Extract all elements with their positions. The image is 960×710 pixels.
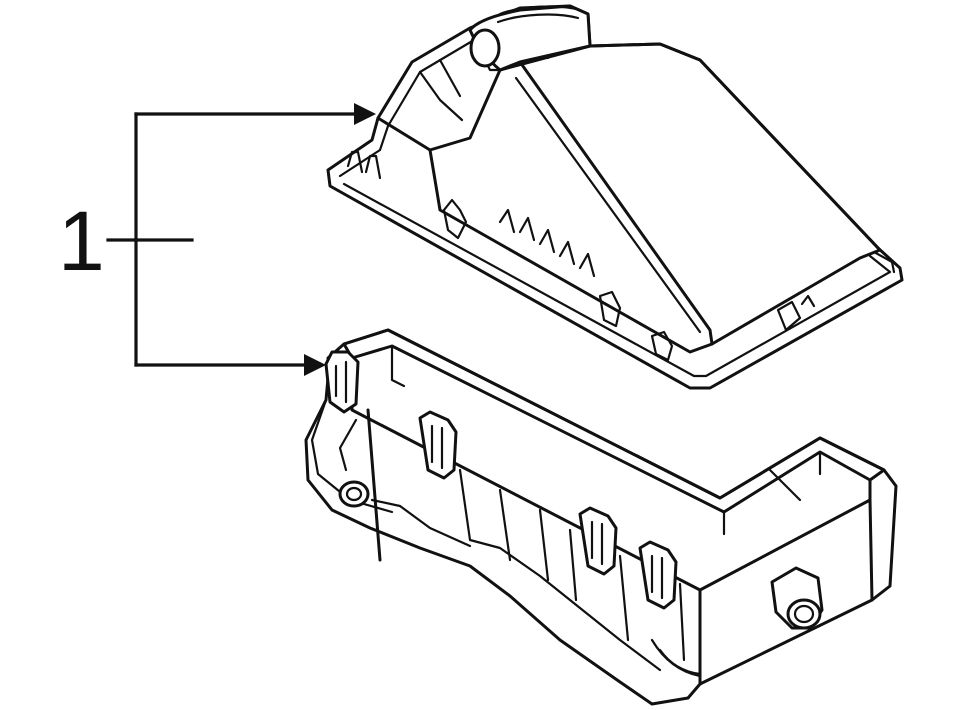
upper-side-wall <box>376 68 502 152</box>
lower-right-face <box>768 468 898 588</box>
upper-snout-boss <box>469 28 501 68</box>
upper-snout-rim <box>496 5 582 24</box>
lower-rim-line <box>390 344 822 536</box>
lower-clips <box>324 350 678 610</box>
lower-front-bottom <box>366 408 874 686</box>
upper-corner-tab <box>872 250 896 274</box>
lower-underside-ribs <box>458 468 686 672</box>
lower-outlet-end <box>786 598 822 630</box>
lower-side-boss <box>338 480 370 508</box>
callout-number[interactable]: 1 <box>58 194 105 288</box>
lower-outlet-bore <box>793 604 815 624</box>
lower-housing[interactable] <box>304 328 898 706</box>
upper-lower-wall <box>428 148 714 354</box>
arrow-to-lower <box>304 354 326 376</box>
upper-side-ribs <box>418 6 550 122</box>
upper-clips <box>346 150 816 362</box>
lower-bottom-curve <box>650 638 702 678</box>
upper-ridge-inner <box>514 76 702 334</box>
upper-housing[interactable] <box>326 4 904 390</box>
callout-group: 1 <box>58 103 376 376</box>
arrow-to-upper <box>354 103 376 125</box>
lower-side-boss-hole <box>345 486 363 502</box>
